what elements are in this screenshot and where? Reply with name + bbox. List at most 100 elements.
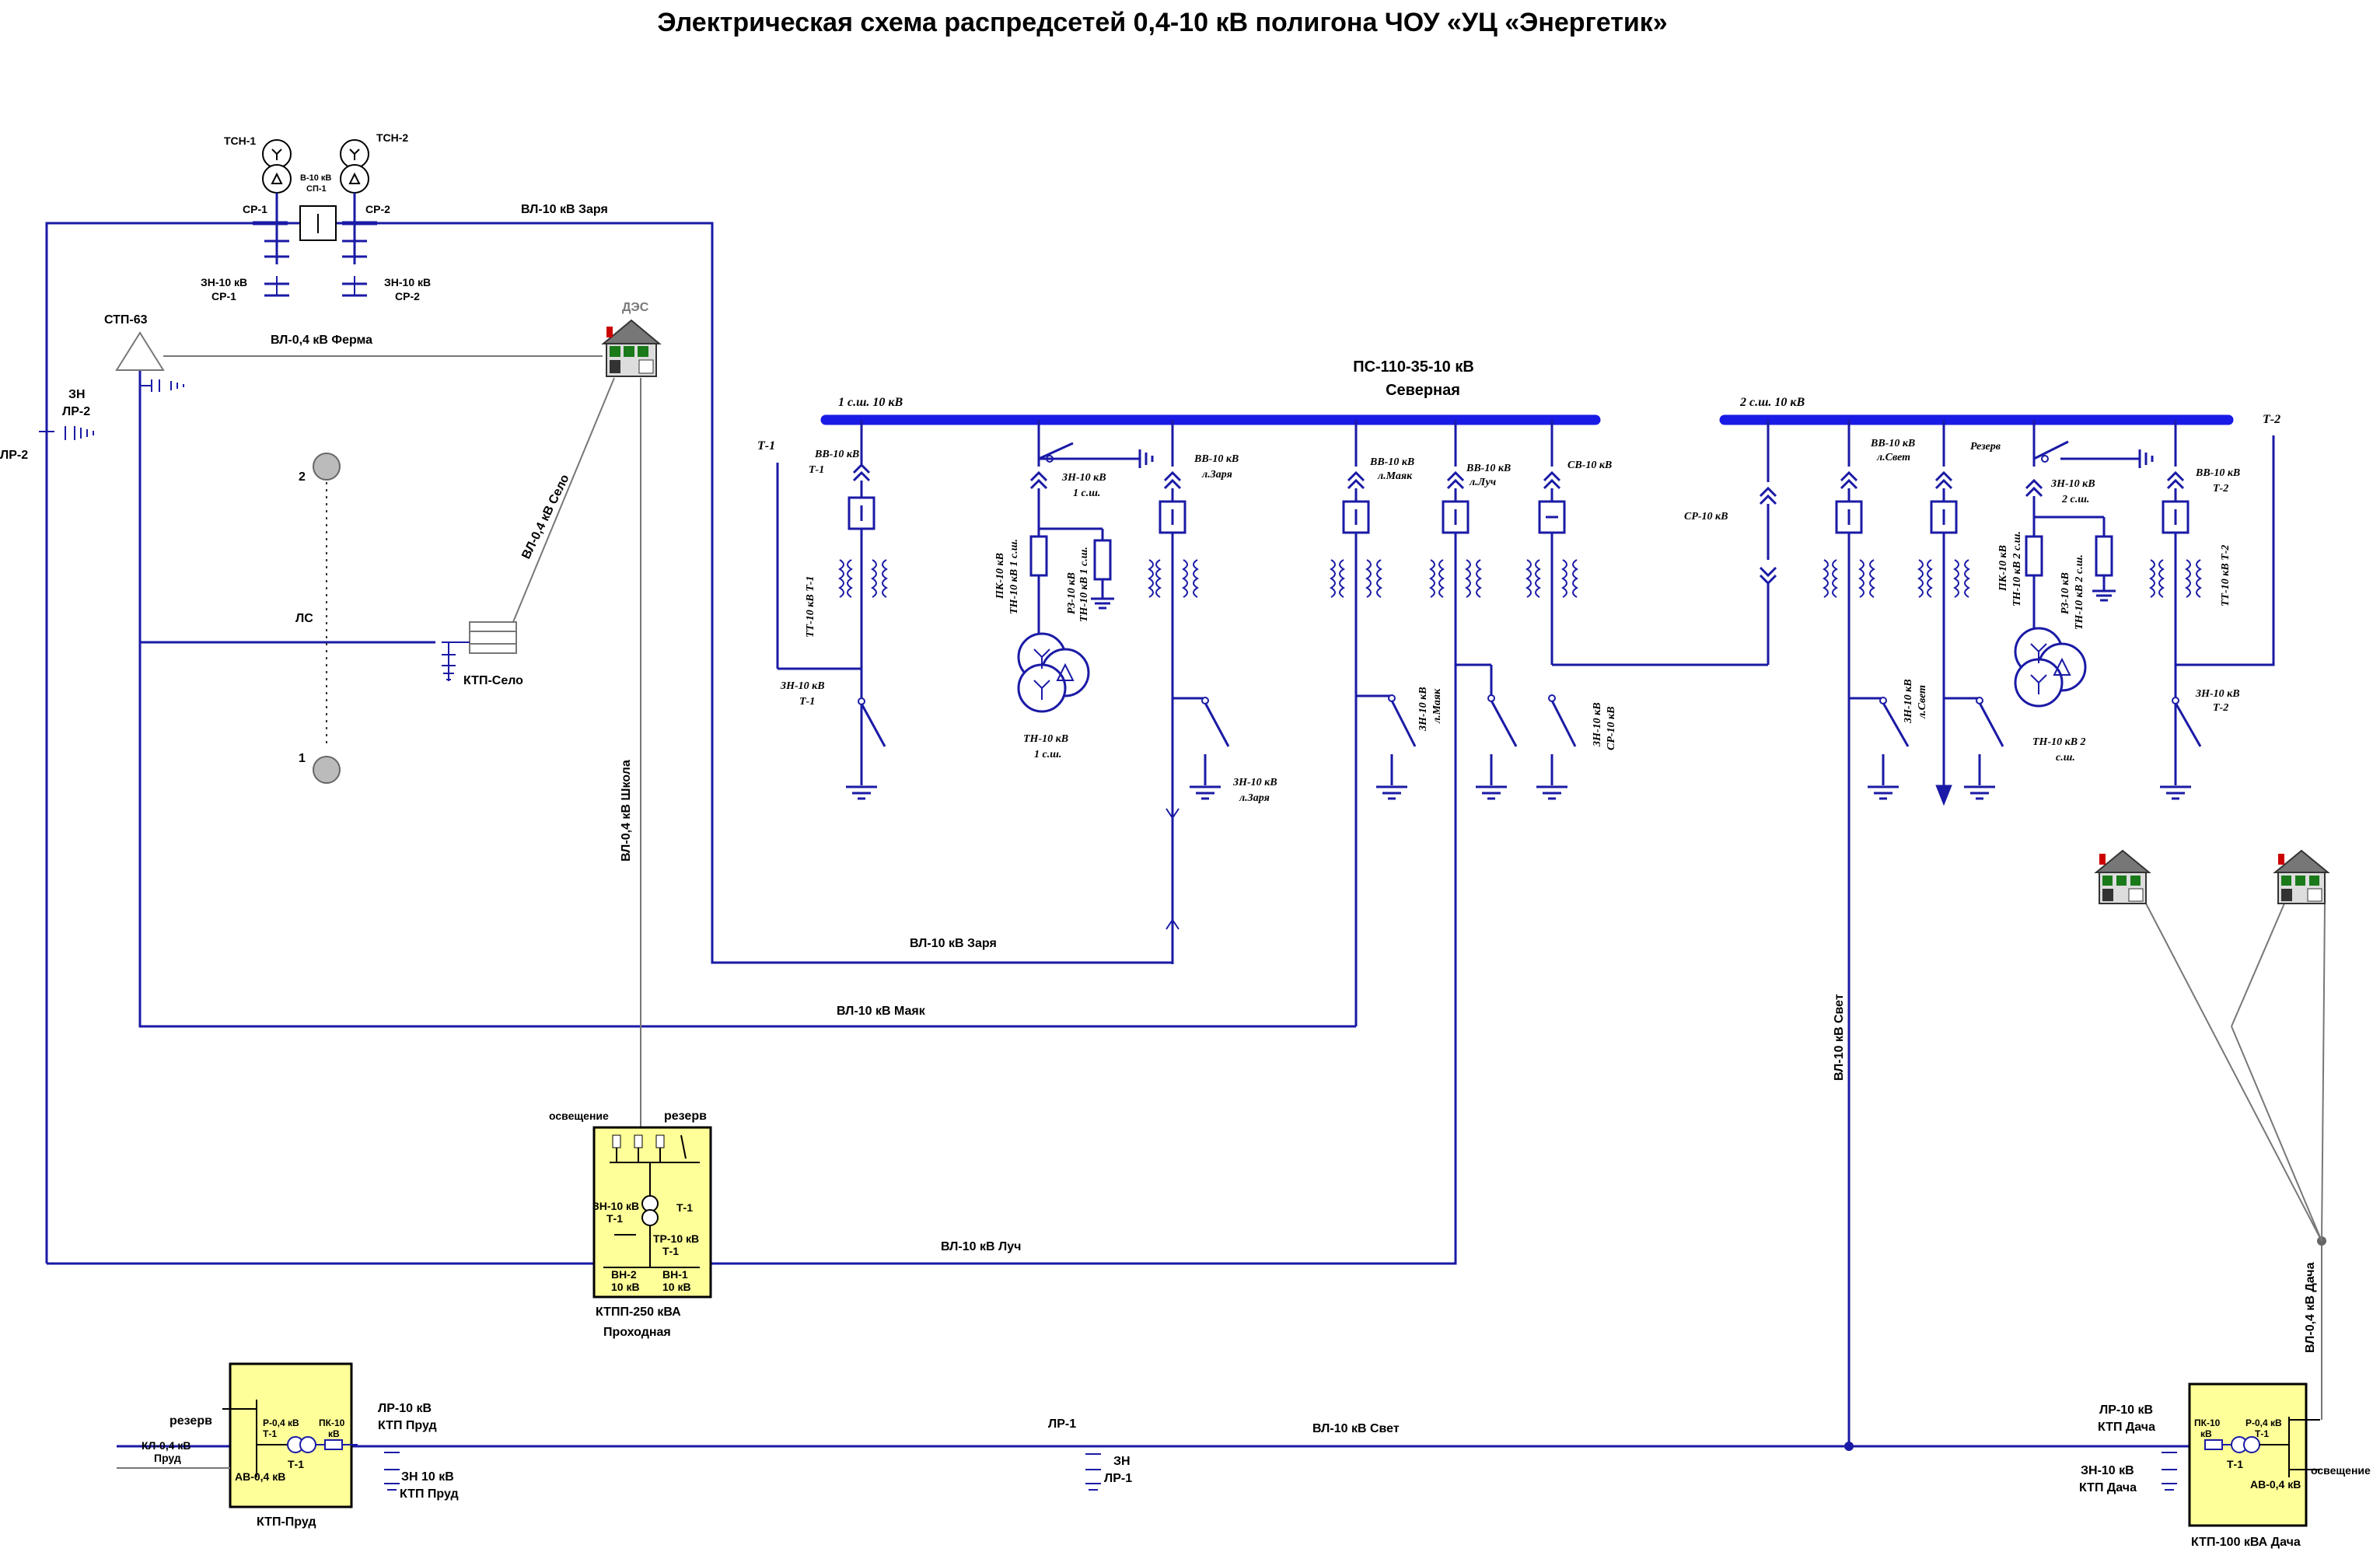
ktpp-name: КТПП-250 кВА [596, 1306, 681, 1319]
zn-sr-label: ЗН-10 кВ [1592, 702, 1603, 747]
zn-zarya-label: ЗН-10 кВ [1232, 777, 1277, 788]
bus1-label: 1 с.ш. 10 кВ [838, 396, 903, 409]
vv-zarya-sub: л.Заря [1201, 469, 1232, 481]
pk-2-label: ПК-10 кВ [1997, 545, 2009, 592]
vl-shkola-label: ВЛ-0,4 кВ Школа [620, 760, 633, 862]
zn-sr1-label: ЗН-10 кВ [201, 276, 247, 288]
vv-luch-sub: л.Луч [1469, 477, 1496, 488]
ktpp-tr-sub: Т-1 [662, 1245, 679, 1257]
ktp-dacha-box [2188, 1382, 2308, 1527]
ktp-dacha-pk: ПК-10 [2194, 1417, 2221, 1428]
line-luch [47, 665, 1457, 1265]
t1-label: Т-1 [757, 439, 775, 453]
vl-svet-label: ВЛ-10 кВ Свет [1833, 994, 1846, 1081]
zn-lr2-sub: ЛР-2 [62, 405, 90, 418]
vl-svet-h-label: ВЛ-10 кВ Свет [1312, 1422, 1400, 1435]
ktp-prud-pk: ПК-10 [319, 1417, 345, 1428]
ktp-dacha-pk-sub: кВ [2200, 1428, 2212, 1439]
bay-mayak [1330, 420, 1417, 1026]
ktp-prud-lr: ЛР-10 кВ [378, 1402, 432, 1415]
rz-1-sub: ТН-10 кВ 1 с.ш. [1078, 547, 1090, 622]
zn-1sh-label: ЗН-10 кВ [1061, 472, 1106, 484]
tsn2-label: ТСН-2 [376, 131, 408, 144]
vl-selo-label: ВЛ-0,4 кВ Село [519, 473, 571, 561]
tn-1-label: ТН-10 кВ [1023, 733, 1068, 745]
ktpp-rezerv-label: резерв [664, 1110, 707, 1123]
ktp-dacha-zn-sub: КТП Дача [2079, 1481, 2137, 1494]
ktp-prud-box [229, 1362, 353, 1508]
pk-2-sub: ТН-10 кВ 2 с.ш. [2011, 531, 2023, 606]
ktp-dacha-av: АВ-0,4 кВ [2250, 1478, 2301, 1491]
ktp-prud-internals [222, 1400, 358, 1477]
bay-sr [1759, 420, 1777, 665]
zn-mayak-label: ЗН-10 кВ [1417, 687, 1429, 732]
tn-1-sub: 1 с.ш. [1034, 749, 1061, 760]
pk-1-sub: ТН-10 кВ 1 с.ш. [1008, 539, 1020, 614]
bay-t1 [776, 420, 888, 800]
zn-sr2-label: ЗН-10 кВ [384, 276, 431, 288]
stp63-symbol [115, 331, 165, 371]
vl-zarya-top-label: ВЛ-10 кВ Заря [521, 203, 608, 216]
ls-label: ЛС [295, 612, 313, 625]
ktpp-osv-label: освещение [549, 1110, 609, 1122]
zn-t1-sub: Т-1 [799, 696, 815, 708]
des-house-icon [601, 319, 662, 377]
tt-t2-label: ТТ-10 кВ Т-2 [2220, 545, 2231, 606]
v10-label: В-10 кВ [300, 173, 331, 183]
ktp-dacha-name: КТП-100 кВА Дача [2191, 1536, 2301, 1549]
vv-svet-sub: л.Свет [1876, 452, 1910, 463]
zn-svet-label: ЗН-10 кВ [1903, 679, 1914, 724]
ktp-dacha-internals [2204, 1417, 2320, 1477]
bay-t2 [2149, 420, 2275, 800]
tt-t1-label: ТТ-10 кВ Т-1 [805, 576, 816, 638]
line-mayak [138, 362, 1356, 1028]
zn-sr2-sub: СР-2 [395, 290, 420, 302]
tn-2-label: ТН-10 кВ 2 [2032, 736, 2086, 748]
vv-t1-label: ВВ-10 кВ [814, 449, 859, 460]
stp63-switch [140, 379, 184, 392]
ktp-prud-r: Р-0,4 кВ [263, 1417, 299, 1428]
ktpp-tr-label: ТР-10 кВ [653, 1232, 699, 1245]
vl-dacha-label: ВЛ-0,4 кВ Дача [2304, 1262, 2317, 1353]
vl-mayak-label: ВЛ-10 кВ Маяк [837, 1005, 926, 1018]
ktp-selo-label: КТП-Село [463, 674, 523, 687]
tsn-block [253, 139, 377, 297]
ktpp-vn1-sub: 10 кВ [662, 1281, 691, 1293]
ktpp-sub: Проходная [603, 1326, 671, 1339]
bay-luch [1429, 420, 1518, 800]
zn-lr2-label: ЗН [68, 388, 86, 401]
rz-2-sub: ТН-10 кВ 2 с.ш. [2074, 554, 2085, 630]
lr1-symbol [1085, 1453, 1101, 1491]
ktp-prud-kl: КЛ-0,4 кВ [142, 1439, 191, 1452]
zn-sr1-sub: СР-1 [211, 290, 236, 302]
bay-tn1 [1017, 420, 1154, 713]
vv-zarya-label: ВВ-10 кВ [1193, 453, 1239, 465]
line-zarya-frame [45, 222, 1173, 1264]
ktpp-vn2-label: ВН-2 [611, 1268, 637, 1281]
tn-2-sub: с.ш. [2056, 752, 2075, 764]
dacha-wire-4 [2321, 903, 2326, 1242]
t2-label: Т-2 [2263, 413, 2280, 426]
zn-zarya-sub: л.Заря [1239, 792, 1270, 804]
vl-ferma-label: ВЛ-0,4 кВ Ферма [271, 334, 372, 347]
diagram-title: Электрическая схема распредсетей 0,4-10 … [657, 8, 1667, 37]
ktp-dacha-t1: Т-1 [2227, 1458, 2243, 1470]
bay-tn2 [2014, 420, 2154, 708]
ktp-dacha-r-sub: Т-1 [2255, 1428, 2269, 1439]
rz-2-label: РЗ-10 кВ [2060, 572, 2071, 614]
ktp-dacha-lr-sub: КТП Дача [2098, 1421, 2155, 1434]
zn-t2-label: ЗН-10 кВ [2195, 688, 2240, 700]
ktpp-zn-sub: Т-1 [606, 1212, 623, 1225]
zn-2sh-sub: 2 с.ш. [2061, 494, 2089, 505]
vv-t2-label: ВВ-10 кВ [2195, 467, 2240, 479]
vv-luch-label: ВВ-10 кВ [1466, 463, 1511, 474]
vv-mayak-label: ВВ-10 кВ [1369, 456, 1414, 468]
house-icon [2273, 849, 2330, 904]
vl-zarya-bottom-label: ВЛ-10 кВ Заря [910, 937, 997, 950]
rz-1-label: РЗ-10 кВ [1066, 572, 1078, 614]
ktp-dacha-osv: освещение [2311, 1464, 2371, 1477]
house-icon [2094, 849, 2151, 904]
pk-1-label: ПК-10 кВ [994, 553, 1006, 599]
ktp-prud-av: АВ-0,4 кВ [235, 1470, 285, 1483]
